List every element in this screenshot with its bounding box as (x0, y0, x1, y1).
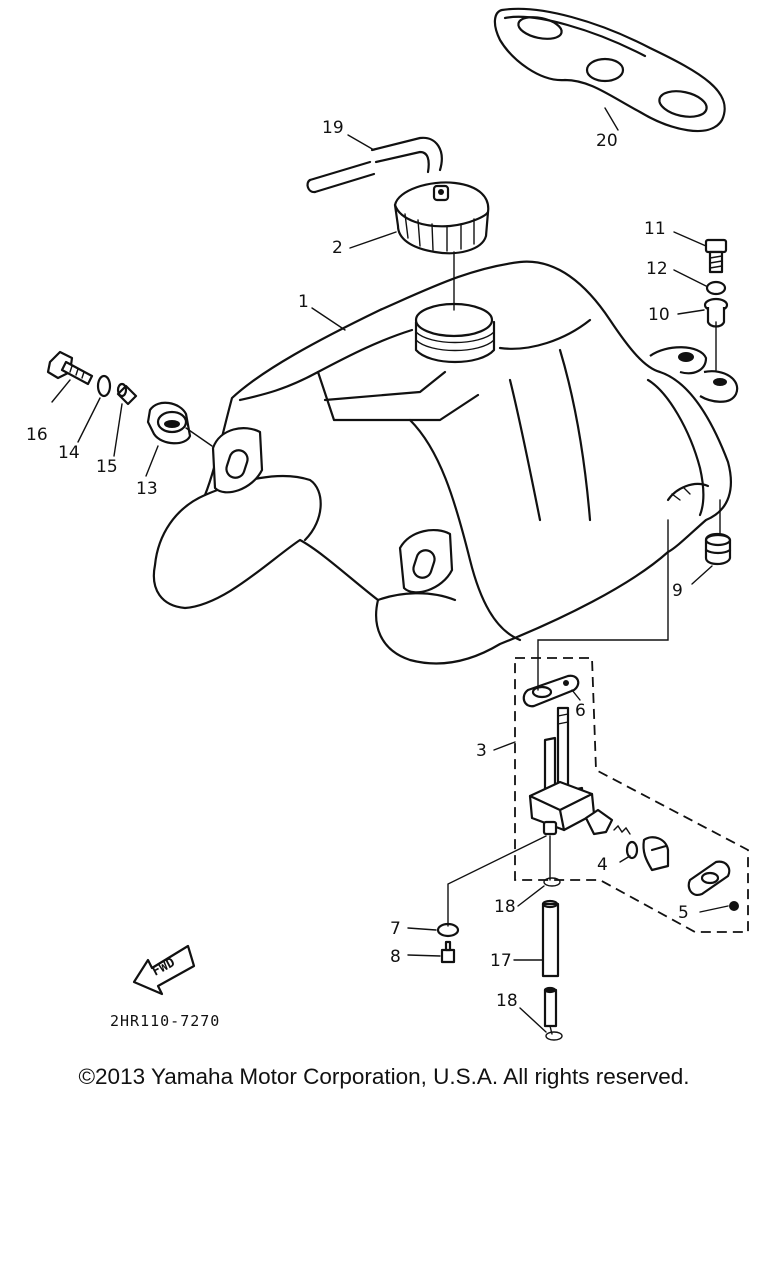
callout-10: 10 (648, 305, 670, 325)
breather-hose-part (306, 136, 443, 194)
callout-17: 17 (490, 951, 512, 971)
callout-11: 11 (644, 219, 666, 239)
washer-part-12 (705, 280, 727, 296)
fuel-cap-part (393, 181, 490, 255)
callout-3: 3 (476, 741, 487, 761)
callout-12: 12 (646, 259, 668, 279)
collar-part-15 (116, 382, 138, 406)
cover-plate-screw-part (687, 860, 739, 911)
callout-5: 5 (678, 903, 689, 923)
callout-18-upper: 18 (494, 897, 516, 917)
forward-direction-arrow: FWD (132, 944, 196, 996)
callout-4: 4 (597, 855, 608, 875)
bolt-part-16 (46, 350, 94, 386)
callout-9: 9 (672, 581, 683, 601)
callout-6: 6 (575, 701, 586, 721)
collar-part-10 (703, 297, 729, 328)
fuel-cock-part (528, 706, 596, 836)
callout-15: 15 (96, 457, 118, 477)
fuel-cock-lever-parts (584, 808, 670, 872)
fuel-hose-part (541, 899, 560, 1028)
gasket-part-6 (522, 674, 580, 708)
callout-1: 1 (298, 292, 309, 312)
copyright-notice: ©2013 Yamaha Motor Corporation, U.S.A. A… (78, 1064, 690, 1089)
callout-2: 2 (332, 238, 343, 258)
callout-13: 13 (136, 479, 158, 499)
leader-lines (51, 107, 729, 1035)
callout-19: 19 (322, 118, 344, 138)
callout-20: 20 (596, 131, 618, 151)
cover-plate-part (493, 7, 726, 133)
hose-clip-part-a (543, 877, 561, 887)
fuel-cock-assembly-boundary (514, 657, 749, 933)
drain-screw-part-8 (440, 940, 456, 964)
callout-8: 8 (390, 947, 401, 967)
fuel-tank-exploded-diagram: FWD 20 19 2 1 (26, 7, 749, 1041)
callout-18-lower: 18 (496, 991, 518, 1011)
damper-part-13 (146, 401, 192, 445)
washer-part-14 (96, 374, 112, 398)
drawing-code: 2HR110-7270 (110, 1012, 221, 1030)
callout-7: 7 (390, 919, 401, 939)
callout-16: 16 (26, 425, 48, 445)
grommet-part-9 (704, 532, 732, 566)
callout-numbers: 20 19 2 1 11 12 10 16 14 15 13 9 6 3 4 5… (26, 118, 689, 1011)
bolt-part (704, 238, 728, 274)
hose-clip-part-b (545, 1031, 563, 1041)
callout-14: 14 (58, 443, 80, 463)
fuel-tank-part (152, 260, 739, 665)
